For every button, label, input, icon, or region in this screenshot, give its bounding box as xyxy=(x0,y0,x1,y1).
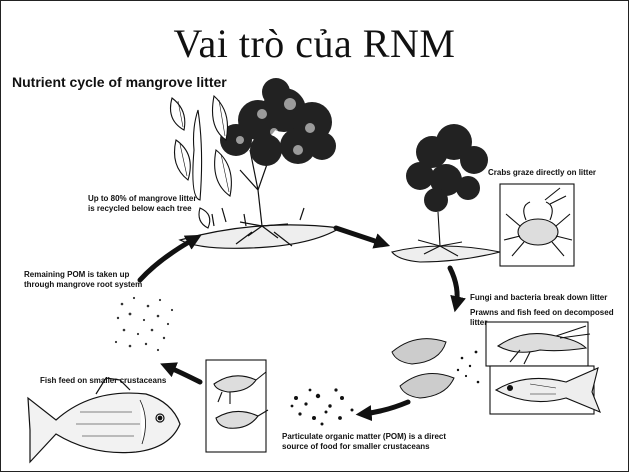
label-recycled: Up to 80% of mangrove litter is recycled… xyxy=(88,194,196,214)
small-crustaceans-illustration xyxy=(205,359,269,453)
label-roots-line1: Remaining POM is taken up xyxy=(24,270,130,279)
label-prawns: Prawns and fish feed on decomposed litte… xyxy=(470,308,614,327)
label-pom: Particulate organic matter (POM) is a di… xyxy=(282,432,446,452)
arrow-litter-to-pom xyxy=(355,399,411,422)
label-roots-line2: through mangrove root system xyxy=(24,280,143,289)
prawns-illustration xyxy=(485,321,591,367)
label-pom-line2: source of food for smaller crustaceans xyxy=(282,442,430,451)
label-recycled-line2: is recycled below each tree xyxy=(88,204,192,213)
label-fungi: Fungi and bacteria break down litter xyxy=(470,293,608,302)
label-fish: Fish feed on smaller crustaceans xyxy=(40,376,167,385)
label-recycled-line1: Up to 80% of mangrove litter xyxy=(88,194,197,203)
leaf-litter-drawings xyxy=(169,94,232,229)
diagram-title: Nutrient cycle of mangrove litter xyxy=(12,74,227,90)
pom-particles xyxy=(290,388,354,426)
label-pom-line1: Particulate organic matter (POM) is a di… xyxy=(282,432,447,441)
label-crabs: Crabs graze directly on litter xyxy=(488,168,597,177)
crab-illustration xyxy=(499,183,575,267)
fish-right-illustration xyxy=(489,365,601,415)
mangrove-tree-main xyxy=(178,78,342,249)
arrow-crustaceans-to-fish xyxy=(160,362,203,385)
fish-left-illustration xyxy=(27,377,181,464)
cycle-arrows xyxy=(137,225,466,422)
slide-title: Vai trò của RNM xyxy=(173,21,456,66)
arrow-tree-to-crabs xyxy=(333,225,391,249)
decomposing-litter xyxy=(391,338,480,399)
label-roots: Remaining POM is taken up through mangro… xyxy=(24,270,142,290)
pom-uptake-particles xyxy=(114,296,174,352)
mangrove-tree-right xyxy=(391,124,501,263)
arrow-crabs-to-fungi xyxy=(447,265,466,313)
arrow-roots-to-tree xyxy=(137,234,202,283)
